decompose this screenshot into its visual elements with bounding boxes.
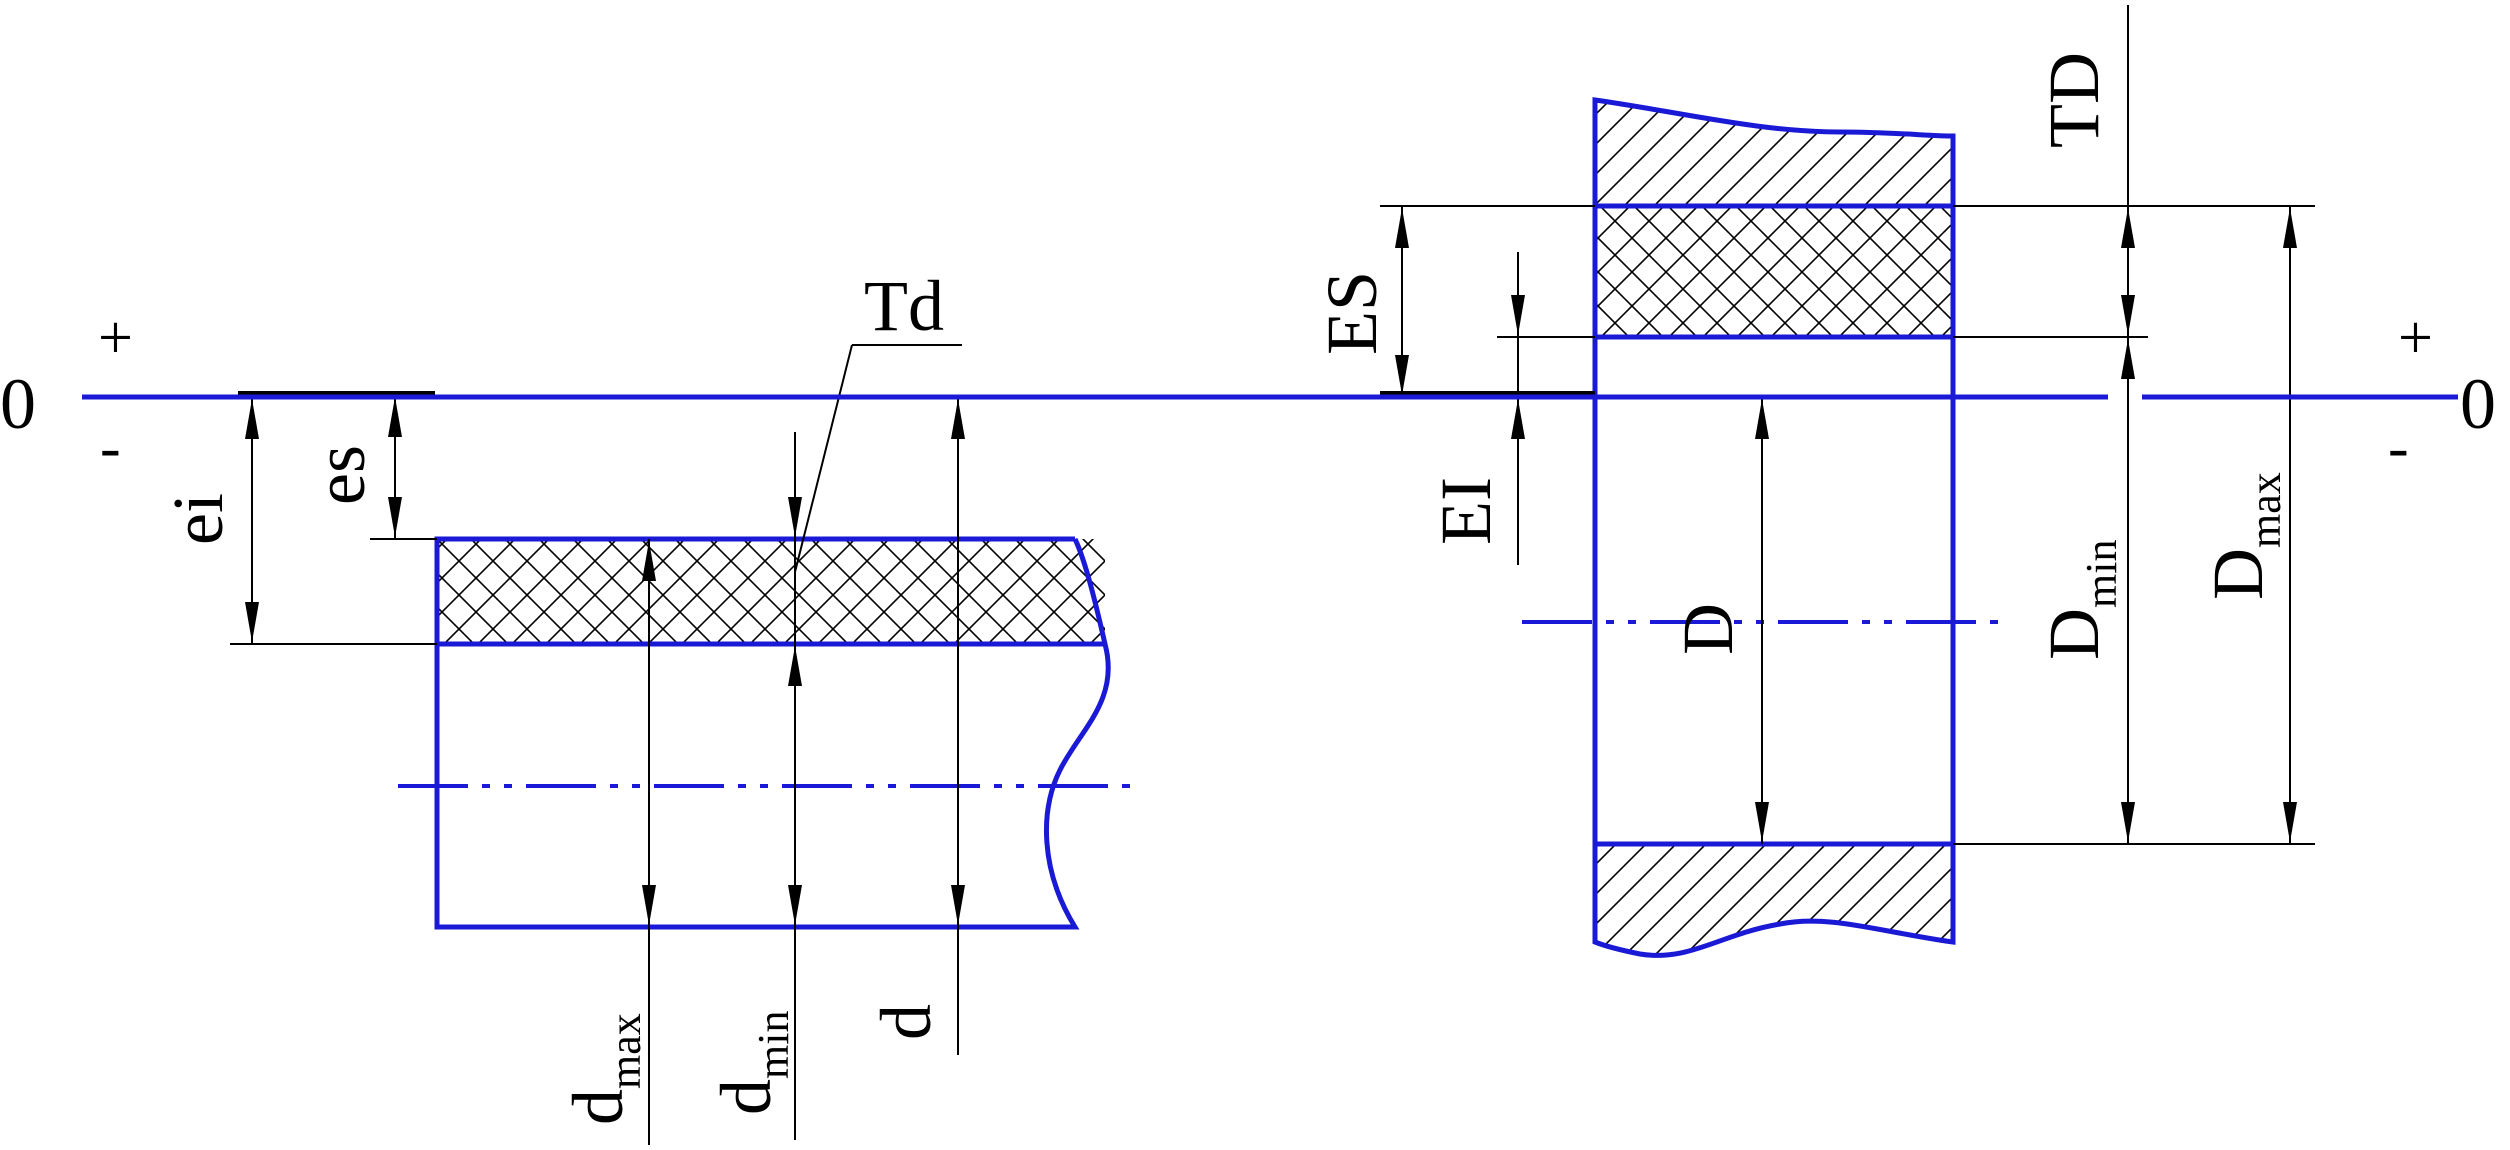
EI-arrow-top [1511, 295, 1525, 335]
es-arrow-top [388, 397, 402, 437]
ES-arrow-bottom [1395, 355, 1409, 395]
dmax-label-sub: max [601, 1013, 650, 1089]
D-arrow-bottom [1755, 802, 1769, 842]
dmin-label-base: d [706, 1079, 786, 1115]
es-label: es [300, 445, 380, 505]
TD-label: TD [2034, 52, 2114, 148]
dmax-arrow-top [642, 541, 656, 581]
Dmax-arrow-top [2283, 208, 2297, 248]
shaft-tolerance-zone [437, 539, 1105, 644]
TD-arrow-top [2121, 208, 2135, 248]
hole-top-wall [1592, 97, 1956, 209]
dmin-arrow-top [788, 646, 802, 686]
dmin-label: dmin [706, 1011, 798, 1115]
Dmin-label-sub: min [2077, 540, 2126, 608]
EI-label: EI [1426, 477, 1506, 545]
dmax-arrow-bottom [642, 885, 656, 925]
hole-tolerance-zone [1595, 206, 1953, 337]
Dmin-label-base: D [2034, 608, 2114, 660]
EI-arrow-bottom [1511, 399, 1525, 439]
zero-label-right: 0 [2460, 364, 2496, 444]
Dmin-arrow-bottom [2121, 802, 2135, 842]
minus-sign-left: - [100, 414, 121, 482]
Dmin-arrow-top [2121, 339, 2135, 379]
Dmin-label: Dmin [2034, 540, 2126, 660]
d-label: d [866, 1004, 946, 1040]
minus-sign-right: - [2388, 414, 2409, 482]
svg-text:dmax: dmax [558, 1013, 650, 1125]
ES-arrow-top [1395, 208, 1409, 248]
Dmax-label-base: D [2198, 548, 2278, 600]
Dmax-label: Dmax [2198, 472, 2290, 600]
TD-arrow-bottom [2121, 295, 2135, 335]
td-arrow-top [788, 497, 802, 537]
td-leader [794, 344, 853, 573]
shaft-outline [434, 536, 1111, 930]
d-arrow-top [951, 399, 965, 439]
plus-sign-right: + [2398, 304, 2433, 372]
d-arrow-bottom [951, 885, 965, 925]
es-arrow-bottom [388, 497, 402, 537]
dmin-label-sub: min [749, 1011, 798, 1079]
Dmax-arrow-bottom [2283, 802, 2297, 842]
ei-label: ei [158, 493, 238, 545]
Dmax-label-sub: max [2241, 472, 2290, 548]
svg-text:dmin: dmin [706, 1011, 798, 1115]
svg-text:Dmin: Dmin [2034, 540, 2126, 660]
ES-label: ES [1312, 271, 1392, 355]
dmin-arrow-bottom [788, 885, 802, 925]
ei-arrow-top [245, 399, 259, 439]
dmax-label: dmax [558, 1013, 650, 1125]
dmax-label-base: d [558, 1089, 638, 1125]
D-arrow-top [1755, 399, 1769, 439]
ei-arrow-bottom [245, 602, 259, 642]
hole-outline [1592, 203, 1956, 847]
zero-label-left: 0 [0, 364, 36, 444]
svg-text:Dmax: Dmax [2198, 472, 2290, 600]
td-label: Td [864, 266, 944, 346]
plus-sign-left: + [98, 304, 133, 372]
D-label: D [1668, 603, 1748, 655]
hole-bottom-wall [1592, 841, 1956, 958]
